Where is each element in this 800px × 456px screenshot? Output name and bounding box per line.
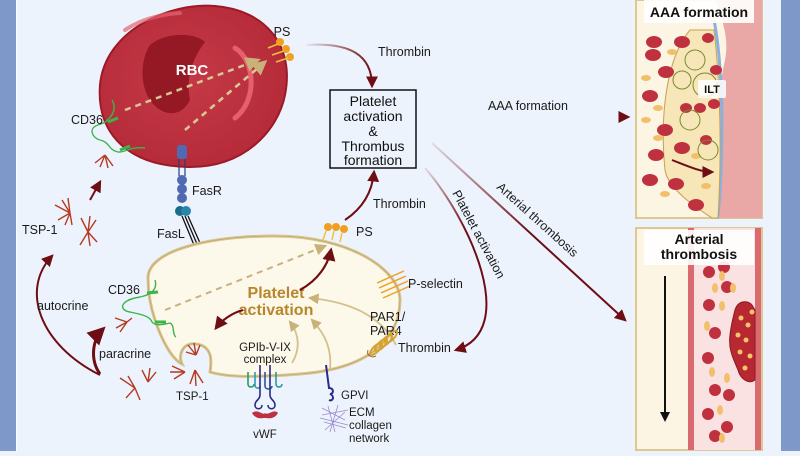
aaa-panel-title: AAA formation: [650, 4, 748, 20]
platelet-ps-label: PS: [356, 225, 373, 239]
gpib-complex: [247, 365, 283, 410]
left-tsp1-label: TSP-1: [22, 223, 57, 237]
thrombin-top-arrow: [305, 43, 378, 89]
tsp1-molecule-cluster: [119, 367, 157, 401]
fasr-label: FasR: [192, 184, 222, 198]
tsp1-molecule-cluster: [170, 342, 204, 387]
box-line3: &: [368, 123, 378, 139]
platelet-ps-receptor: [322, 223, 348, 243]
vwf-molecule: [252, 411, 278, 419]
box-line1: Platelet: [350, 93, 397, 109]
thrombin-top-label: Thrombin: [378, 45, 431, 59]
tsp1-bottom-label: TSP-1: [176, 391, 209, 403]
autocrine-label: autocrine: [37, 299, 88, 313]
ecm-label-line2: collagen: [349, 420, 392, 432]
gpib-to-activation-arrow: [288, 320, 300, 364]
thrombin-mid-label: Thrombin: [373, 197, 426, 211]
arterial-thrombosis-panel: Arterial thrombosis: [635, 227, 763, 451]
tsp1-molecule: [114, 317, 133, 333]
flow-arrow: [671, 159, 715, 178]
gpvi-receptor: [325, 364, 334, 402]
autocrine-arrow: [36, 254, 101, 376]
tsp1-molecule-cluster: [54, 197, 98, 247]
p-selectin-label: P-selectin: [408, 277, 463, 291]
red-blood-cell: RBC: [98, 4, 288, 169]
platelet-cd36-receptor: [121, 279, 177, 338]
box-line4: Thrombus: [341, 138, 404, 154]
tsp1-molecule: [94, 154, 114, 169]
aaa-formation-panel: AAA formation ILT: [635, 0, 763, 219]
platelet-activation-curved-arrow: [424, 167, 488, 353]
paracrine-label: paracrine: [99, 347, 151, 361]
par-to-activation-arrow: [307, 293, 397, 346]
par-label-line2: PAR4: [370, 324, 402, 338]
thrombus: [729, 301, 756, 383]
rbc-ps-label: PS: [274, 25, 291, 39]
fasl-ligand: [181, 215, 201, 246]
frame-highlight: [16, 0, 17, 451]
platelet-activation-arrow-label: Platelet activation: [449, 188, 507, 281]
paracrine-arrow: [86, 326, 106, 375]
ecm-label-line1: ECM: [349, 407, 375, 419]
platelet-thrombus-box: [329, 89, 417, 169]
arterial-thrombosis-arrow: [431, 142, 627, 322]
rbc-cd36-label: CD36: [71, 113, 103, 127]
ecm-collagen-network: [319, 404, 349, 433]
activation-to-ps-arrow: [299, 247, 336, 291]
vwf-label: vWF: [253, 429, 277, 441]
ecm-label-line3: network: [349, 433, 390, 445]
aaa-formation-arrow-label: AAA formation: [488, 99, 568, 113]
platelet-cd36-label: CD36: [108, 283, 140, 297]
box-line2: activation: [343, 108, 402, 124]
dashed-arrow: [124, 57, 261, 112]
gpib-label-line2: complex: [244, 354, 287, 366]
left-frame-border: [0, 0, 16, 451]
platelet-activation-label-line1: Platelet: [248, 285, 306, 302]
rbc-label: RBC: [176, 62, 209, 79]
thrombin-mid-arrow: [344, 169, 380, 221]
tsp1-to-rbc-cd36-arrow: [89, 179, 102, 201]
activation-to-tsp1-arrow: [214, 308, 244, 331]
ilt-label: ILT: [704, 84, 720, 96]
fasl-label: FasL: [157, 227, 185, 241]
right-frame-border: [781, 0, 800, 451]
rbc-cd36-receptor: [91, 99, 146, 153]
arterial-panel-title-line1: Arterial: [674, 231, 723, 247]
arterial-panel-title-line2: thrombosis: [661, 246, 737, 262]
platelet-cell: [146, 234, 402, 378]
fasr-receptor: [175, 145, 191, 216]
platelet-thrombin-label: Thrombin: [398, 341, 451, 355]
p-selectin: [376, 270, 411, 299]
gpvi-label: GPVI: [341, 390, 368, 402]
rbc-ps-receptor: [267, 38, 294, 63]
arterial-thrombosis-arrow-label: Arterial thrombosis: [494, 180, 581, 260]
gpib-label-line1: GPIb-V-IX: [239, 342, 291, 354]
dashed-arrow: [164, 243, 328, 311]
gpvi-to-activation-arrow: [310, 318, 332, 371]
par-label-line1: PAR1/: [370, 310, 406, 324]
platelet-activation-label-line2: activation: [239, 302, 314, 319]
par-receptor: [367, 329, 399, 358]
box-line5: formation: [344, 152, 402, 168]
